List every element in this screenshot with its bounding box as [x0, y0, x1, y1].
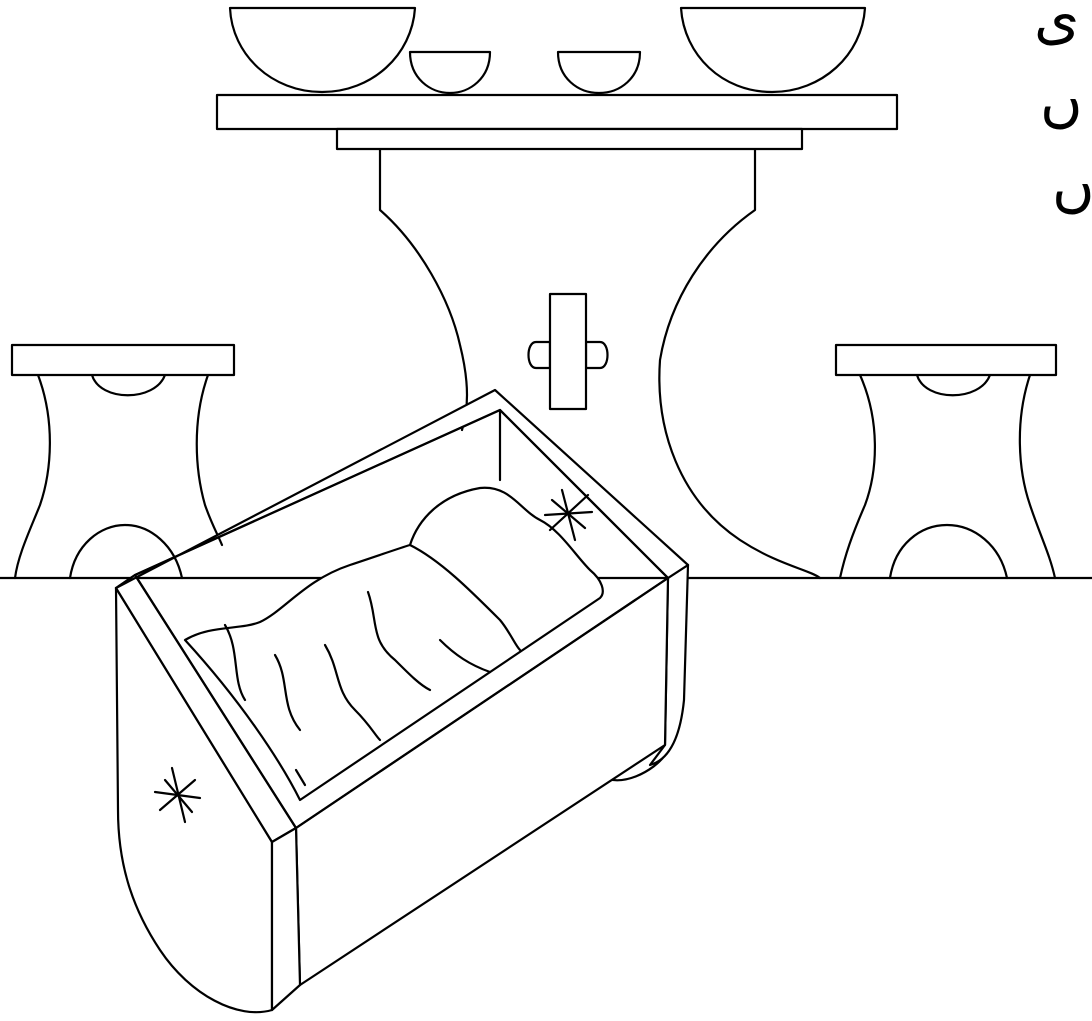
cradle-right-end — [648, 563, 690, 767]
table-icon — [215, 93, 899, 580]
bedding-wrinkle — [223, 623, 247, 702]
bedding-wrinkle — [273, 653, 302, 732]
cradle-inner-opening — [133, 408, 670, 830]
edge-text: ى ں ں — [1034, 0, 1092, 219]
bowl-icon — [408, 50, 492, 95]
latch-icon — [527, 292, 609, 411]
bedding-wrinkle — [438, 638, 492, 674]
edge-text-line-2: ں — [1040, 66, 1083, 134]
cradle-front-panel — [114, 586, 274, 1014]
bowl-icon — [556, 50, 642, 95]
stool-icon — [834, 343, 1058, 580]
edge-text-line-3: ں — [1052, 151, 1092, 219]
cradle-bedding — [183, 486, 604, 802]
bedding-wrinkle — [366, 590, 432, 692]
sparkle-icon — [153, 766, 202, 824]
cradle-front-post — [270, 826, 302, 1012]
bowl-icon — [228, 6, 417, 94]
stool-seat — [834, 343, 1058, 377]
bowls — [228, 6, 867, 95]
table-leg-left — [378, 148, 469, 432]
sparkle-icon — [543, 488, 594, 542]
stool-icon — [10, 343, 236, 580]
table-apron — [335, 127, 804, 151]
cradle-icon — [114, 388, 690, 1014]
bowl-icon — [679, 6, 867, 94]
bedding-wrinkle — [294, 768, 307, 787]
table-leg-right — [658, 148, 822, 580]
bedding-wrinkle — [323, 643, 382, 742]
edge-text-line-1: ى — [1034, 0, 1079, 52]
stool-seat — [10, 343, 236, 377]
bedding-fold — [408, 543, 522, 652]
table-top — [215, 93, 899, 131]
